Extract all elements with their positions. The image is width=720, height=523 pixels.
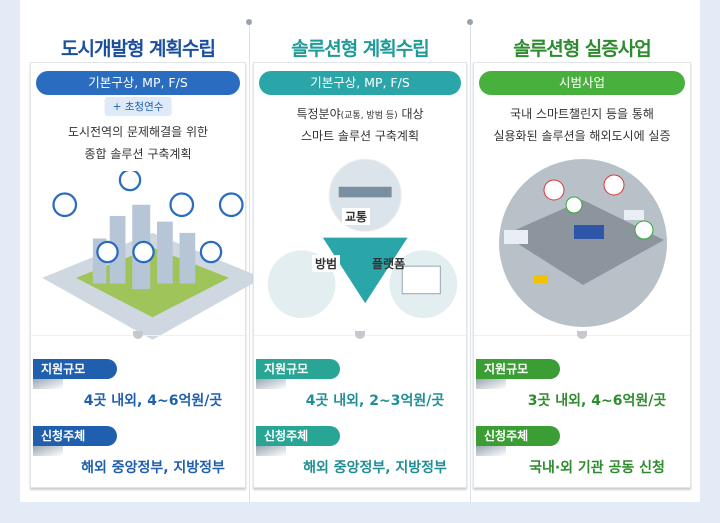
support-scale-value: 4곳 내외, 4~6억원/곳 — [83, 393, 223, 409]
divider-dot — [467, 19, 473, 25]
main-panel: 도시개발형 계획수립 기본구상, MP, F/S + 초청연수 도시전역의 문제… — [20, 0, 700, 502]
description-line: 실용화된 솔루션을 해외도시에 실증 — [493, 129, 671, 143]
applicant-tag: 신청주체 — [256, 426, 340, 456]
smart-city-icon — [42, 171, 263, 340]
description-line: 스마트 솔루션 구축계획 — [300, 129, 420, 143]
desc-small: (교통, 방범 등) — [340, 111, 398, 121]
applicant-tag: 신청주체 — [33, 426, 117, 456]
card: 기본구상, MP, F/S 특정분야(교통, 방범 등) 대상 스마트 솔루션 … — [253, 62, 467, 488]
column-title: 솔루션형 계획수립 — [291, 38, 429, 60]
column-title: 도시개발형 계획수립 — [61, 38, 216, 60]
applicant-value: 해외 중앙정부, 지방정부 — [81, 460, 225, 476]
separator-dot — [577, 331, 587, 339]
support-scale-tag: 지원규모 — [476, 359, 560, 389]
desc-tail: 대상 — [397, 107, 424, 121]
divider — [249, 22, 250, 502]
column-solution-planning: 솔루션형 계획수립 기본구상, MP, F/S 특정분야(교통, 방범 등) 대… — [253, 0, 467, 502]
smart-intersection-icon — [499, 159, 667, 327]
support-scale-value: 3곳 내외, 4~6억원/곳 — [527, 393, 667, 409]
applicant-tag: 신청주체 — [476, 426, 560, 456]
solution-triangle-icon — [267, 158, 458, 319]
description-line: 도시전역의 문제해결을 위한 — [67, 125, 209, 139]
description-line: 국내 스마트챌린지 등을 통해 — [510, 107, 654, 121]
type-pill: 기본구상, MP, F/S — [36, 71, 240, 95]
card: 시범사업 국내 스마트챌린지 등을 통해 실용화된 솔루션을 해외도시에 실증 … — [473, 62, 691, 488]
separator-dot — [355, 331, 365, 339]
support-scale-value: 4곳 내외, 2~3억원/곳 — [305, 393, 445, 409]
card: 기본구상, MP, F/S + 초청연수 도시전역의 문제해결을 위한 종합 솔… — [30, 62, 263, 488]
separator-dot — [133, 331, 143, 339]
divider — [470, 22, 471, 502]
column-solution-demo: 솔루션형 실증사업 시범사업 국내 스마트챌린지 등을 통해 실용화된 솔루션을… — [473, 0, 691, 502]
invitation-badge: + 초청연수 — [104, 97, 172, 116]
label-traffic: 교통 — [342, 208, 371, 225]
label-platform: 플랫폼 — [372, 257, 406, 271]
column-urban-planning: 도시개발형 계획수립 기본구상, MP, F/S + 초청연수 도시전역의 문제… — [30, 0, 263, 502]
description-line: 종합 솔루션 구축계획 — [84, 147, 192, 161]
applicant-value: 국내·외 기관 공동 신청 — [529, 460, 665, 476]
support-scale-tag: 지원규모 — [256, 359, 340, 389]
label-security: 방범 — [312, 255, 341, 272]
applicant-value: 해외 중앙정부, 지방정부 — [303, 460, 447, 476]
type-pill: 기본구상, MP, F/S — [259, 71, 461, 95]
divider-dot — [246, 19, 252, 25]
support-scale-tag: 지원규모 — [33, 359, 117, 389]
description-line: 특정분야(교통, 방범 등) 대상 — [254, 103, 466, 127]
type-pill: 시범사업 — [479, 71, 685, 95]
desc-main: 특정분야 — [296, 107, 341, 121]
column-title: 솔루션형 실증사업 — [513, 38, 651, 60]
